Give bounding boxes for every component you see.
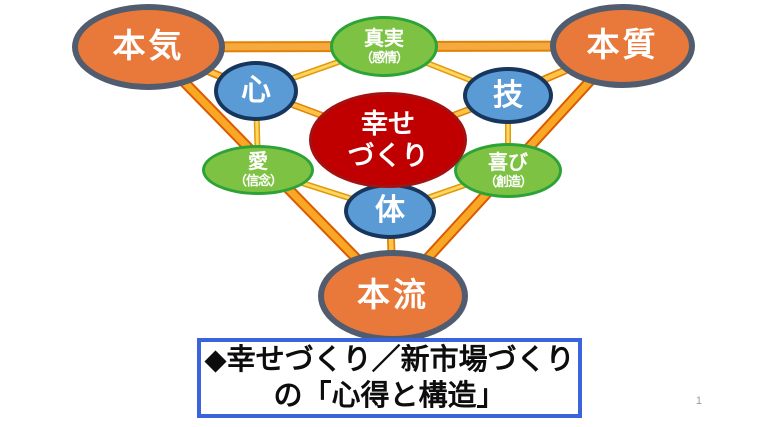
caption-box: ◆幸せづくり／新市場づくり の「心得と構造」 xyxy=(197,338,582,418)
node-ai: 愛 （信念） xyxy=(202,145,314,195)
caption-line1: ◆幸せづくり／新市場づくり xyxy=(204,343,575,376)
node-honryu-label: 本流 xyxy=(357,277,429,314)
caption-line2: の「心得と構造」 xyxy=(273,380,506,412)
node-honki-label: 本気 xyxy=(112,28,185,65)
node-shiawase-line2: づくり xyxy=(347,141,429,171)
page-number: 1 xyxy=(695,395,702,407)
node-waza: 技 xyxy=(463,67,553,124)
node-yorokobi-sub: （創造） xyxy=(483,173,533,189)
node-shinjitsu-label: 真実 xyxy=(364,27,404,50)
node-ai-sub: （信念） xyxy=(233,173,283,189)
node-honshitsu-label: 本質 xyxy=(586,27,659,64)
node-kokoro-label: 心 xyxy=(241,74,271,108)
node-honryu: 本流 xyxy=(318,250,468,342)
node-yorokobi-label: 喜び xyxy=(488,151,528,174)
node-waza-label: 技 xyxy=(493,78,523,112)
node-shinjitsu: 真実 （感情） xyxy=(330,16,438,77)
node-ai-label: 愛 xyxy=(248,151,268,174)
node-honki: 本気 xyxy=(72,4,225,90)
node-shiawase-zukuri: 幸せ づくり xyxy=(309,92,467,188)
node-honshitsu: 本質 xyxy=(550,4,695,88)
node-kokoro: 心 xyxy=(214,61,298,121)
node-yorokobi: 喜び （創造） xyxy=(454,143,562,198)
node-shinjitsu-sub: （感情） xyxy=(359,49,409,65)
node-karada: 体 xyxy=(344,183,436,239)
node-karada-label: 体 xyxy=(375,194,405,228)
node-shiawase-line1: 幸せ xyxy=(361,108,415,139)
